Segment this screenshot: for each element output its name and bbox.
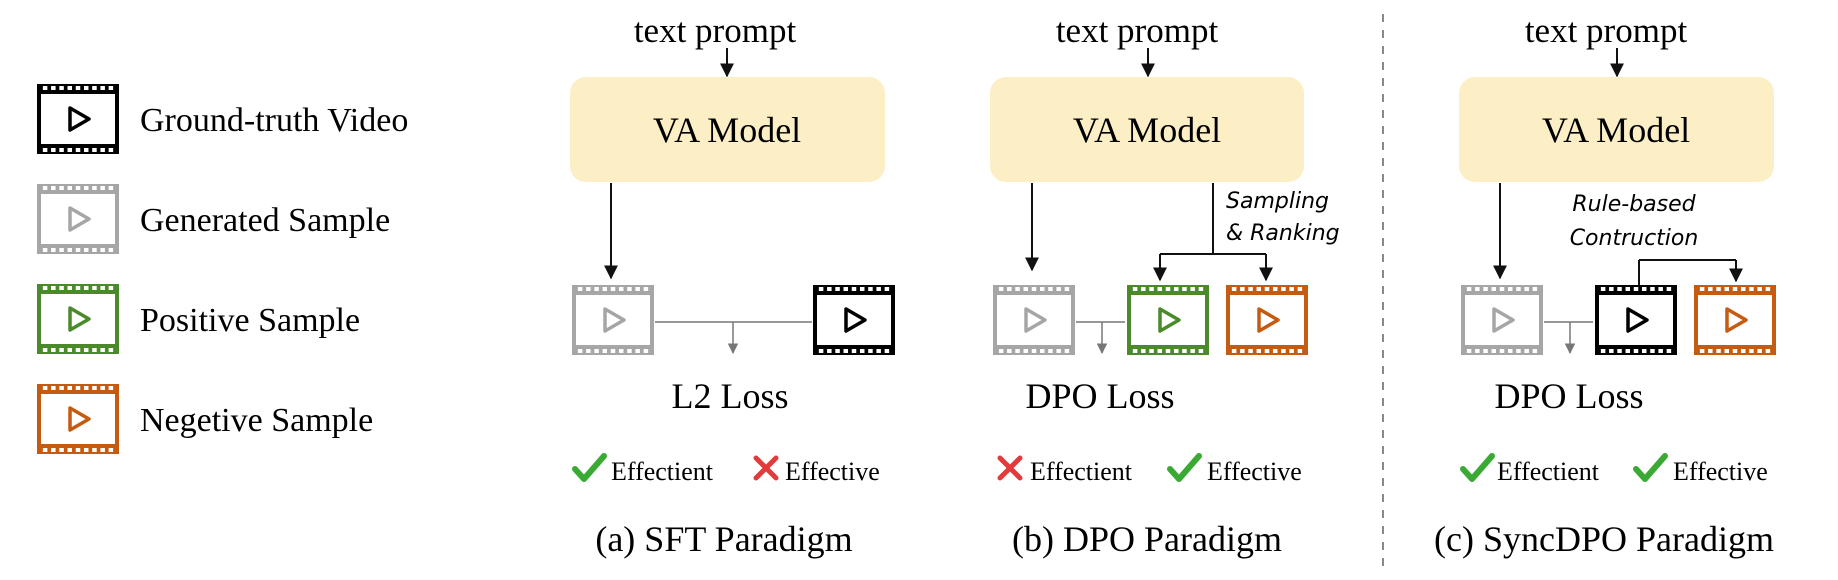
check-icon bbox=[1633, 453, 1668, 482]
check-icon bbox=[1167, 453, 1202, 482]
badge-label: Effectient bbox=[611, 457, 714, 486]
generated-sample-icon bbox=[1461, 285, 1543, 355]
loss-label: DPO Loss bbox=[1494, 376, 1643, 416]
negative-sample-icon bbox=[1694, 285, 1776, 355]
positive-sample-icon bbox=[1127, 285, 1209, 355]
annotation-line: Rule-based bbox=[1572, 192, 1696, 217]
badge-label: Effective bbox=[1207, 457, 1302, 486]
annotation-line: Contruction bbox=[1570, 226, 1699, 251]
loss-label: L2 Loss bbox=[672, 376, 789, 416]
text-prompt-label: text prompt bbox=[1056, 11, 1219, 50]
generated-sample-icon bbox=[37, 184, 119, 254]
legend-label: Ground-truth Video bbox=[140, 102, 408, 139]
legend-label: Positive Sample bbox=[140, 302, 360, 339]
legend-item-negative: Negetive Sample bbox=[37, 384, 373, 454]
va-model-label: VA Model bbox=[1073, 110, 1221, 150]
legend-item-ground-truth: Ground-truth Video bbox=[37, 84, 408, 154]
ground-truth-video-icon bbox=[37, 84, 119, 154]
panel-caption: (a) SFT Paradigm bbox=[595, 519, 852, 559]
generated-sample-icon bbox=[572, 285, 654, 355]
legend: Ground-truth Video Generated Sample Posi… bbox=[37, 84, 408, 454]
negative-sample-icon bbox=[1226, 285, 1308, 355]
text-prompt-label: text prompt bbox=[1525, 11, 1688, 50]
panel-dpo: text prompt VA Model Sampling & Ranking … bbox=[990, 11, 1340, 559]
cross-icon bbox=[997, 455, 1023, 481]
ground-truth-video-icon bbox=[813, 285, 895, 355]
negative-sample-icon bbox=[37, 384, 119, 454]
va-model-box bbox=[990, 77, 1304, 182]
panel-caption: (c) SyncDPO Paradigm bbox=[1434, 519, 1774, 559]
loss-label: DPO Loss bbox=[1025, 376, 1174, 416]
annotation-line: Sampling bbox=[1226, 189, 1329, 214]
text-prompt-label: text prompt bbox=[634, 11, 797, 50]
cross-icon bbox=[753, 455, 779, 481]
legend-item-generated: Generated Sample bbox=[37, 184, 390, 254]
check-icon bbox=[572, 453, 607, 482]
va-model-box bbox=[1459, 77, 1774, 182]
badge-label: Effective bbox=[785, 457, 880, 486]
check-icon bbox=[1460, 453, 1495, 482]
panel-sft: text prompt VA Model L2 Loss Effectient … bbox=[570, 11, 895, 559]
positive-sample-icon bbox=[37, 284, 119, 354]
badge-label: Effectient bbox=[1030, 457, 1133, 486]
legend-item-positive: Positive Sample bbox=[37, 284, 360, 354]
annotation-line: & Ranking bbox=[1226, 221, 1340, 246]
legend-label: Negetive Sample bbox=[140, 402, 373, 439]
va-model-label: VA Model bbox=[653, 110, 801, 150]
va-model-box bbox=[570, 77, 885, 182]
legend-label: Generated Sample bbox=[140, 202, 390, 239]
badge-label: Effectient bbox=[1497, 457, 1600, 486]
va-model-label: VA Model bbox=[1542, 110, 1690, 150]
generated-sample-icon bbox=[993, 285, 1075, 355]
badge-label: Effective bbox=[1673, 457, 1768, 486]
ground-truth-video-icon bbox=[1595, 285, 1677, 355]
panel-caption: (b) DPO Paradigm bbox=[1012, 519, 1282, 559]
panel-syncdpo: text prompt VA Model Rule-based Contruct… bbox=[1434, 11, 1776, 559]
